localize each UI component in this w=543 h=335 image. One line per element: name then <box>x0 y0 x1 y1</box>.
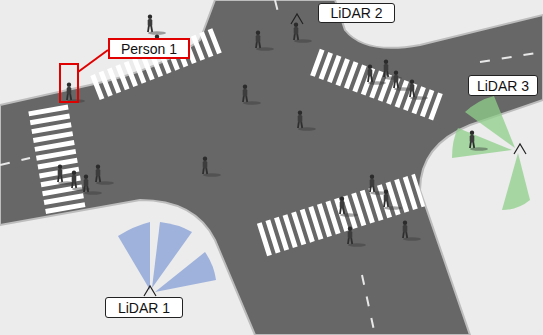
pedestrian <box>67 83 85 103</box>
lidar-fov <box>452 96 530 210</box>
lidar-sensor <box>144 286 156 296</box>
highlight-box <box>60 64 78 102</box>
pedestrian <box>394 71 412 91</box>
crosswalk <box>48 108 66 212</box>
sensor-label: LiDAR 3 <box>468 75 538 96</box>
lidar-sensors <box>144 14 526 296</box>
lidar-fov <box>118 222 216 292</box>
sensor-label: LiDAR 1 <box>105 297 183 318</box>
fov-wedge <box>502 153 530 210</box>
crosswalk <box>315 62 440 108</box>
pedestrian <box>243 85 261 105</box>
pedestrian <box>298 111 316 131</box>
pedestrian <box>403 221 421 241</box>
pedestrian <box>348 227 366 247</box>
crosswalk <box>262 190 420 240</box>
pedestrian <box>340 197 358 217</box>
pedestrian <box>256 31 274 51</box>
pedestrian <box>384 60 402 80</box>
lane-mark <box>480 52 543 62</box>
pedestrian <box>470 131 488 151</box>
lane-mark <box>362 275 375 335</box>
lane-mark <box>275 0 280 20</box>
pedestrian <box>294 23 312 43</box>
fov-wedge <box>118 222 150 290</box>
pedestrian <box>384 190 402 210</box>
pedestrian <box>148 15 166 35</box>
pedestrian <box>410 80 428 100</box>
label-text: LiDAR 1 <box>118 301 170 315</box>
pedestrian <box>203 157 221 177</box>
pedestrian <box>96 165 114 185</box>
fov-wedge <box>452 128 512 158</box>
label-text: Person 1 <box>121 42 177 56</box>
leader-line <box>78 50 108 72</box>
sensor-label: LiDAR 2 <box>318 3 395 23</box>
callout-box: Person 1 <box>108 38 190 59</box>
crosswalks <box>48 40 440 240</box>
pedestrians <box>58 15 488 247</box>
lidar-sensor <box>514 144 526 154</box>
lane-mark <box>0 158 30 165</box>
fov-wedge <box>155 252 216 292</box>
label-text: LiDAR 3 <box>477 79 529 93</box>
label-text: LiDAR 2 <box>330 6 382 20</box>
pedestrian <box>368 65 386 85</box>
lidar-sensor <box>291 14 303 24</box>
